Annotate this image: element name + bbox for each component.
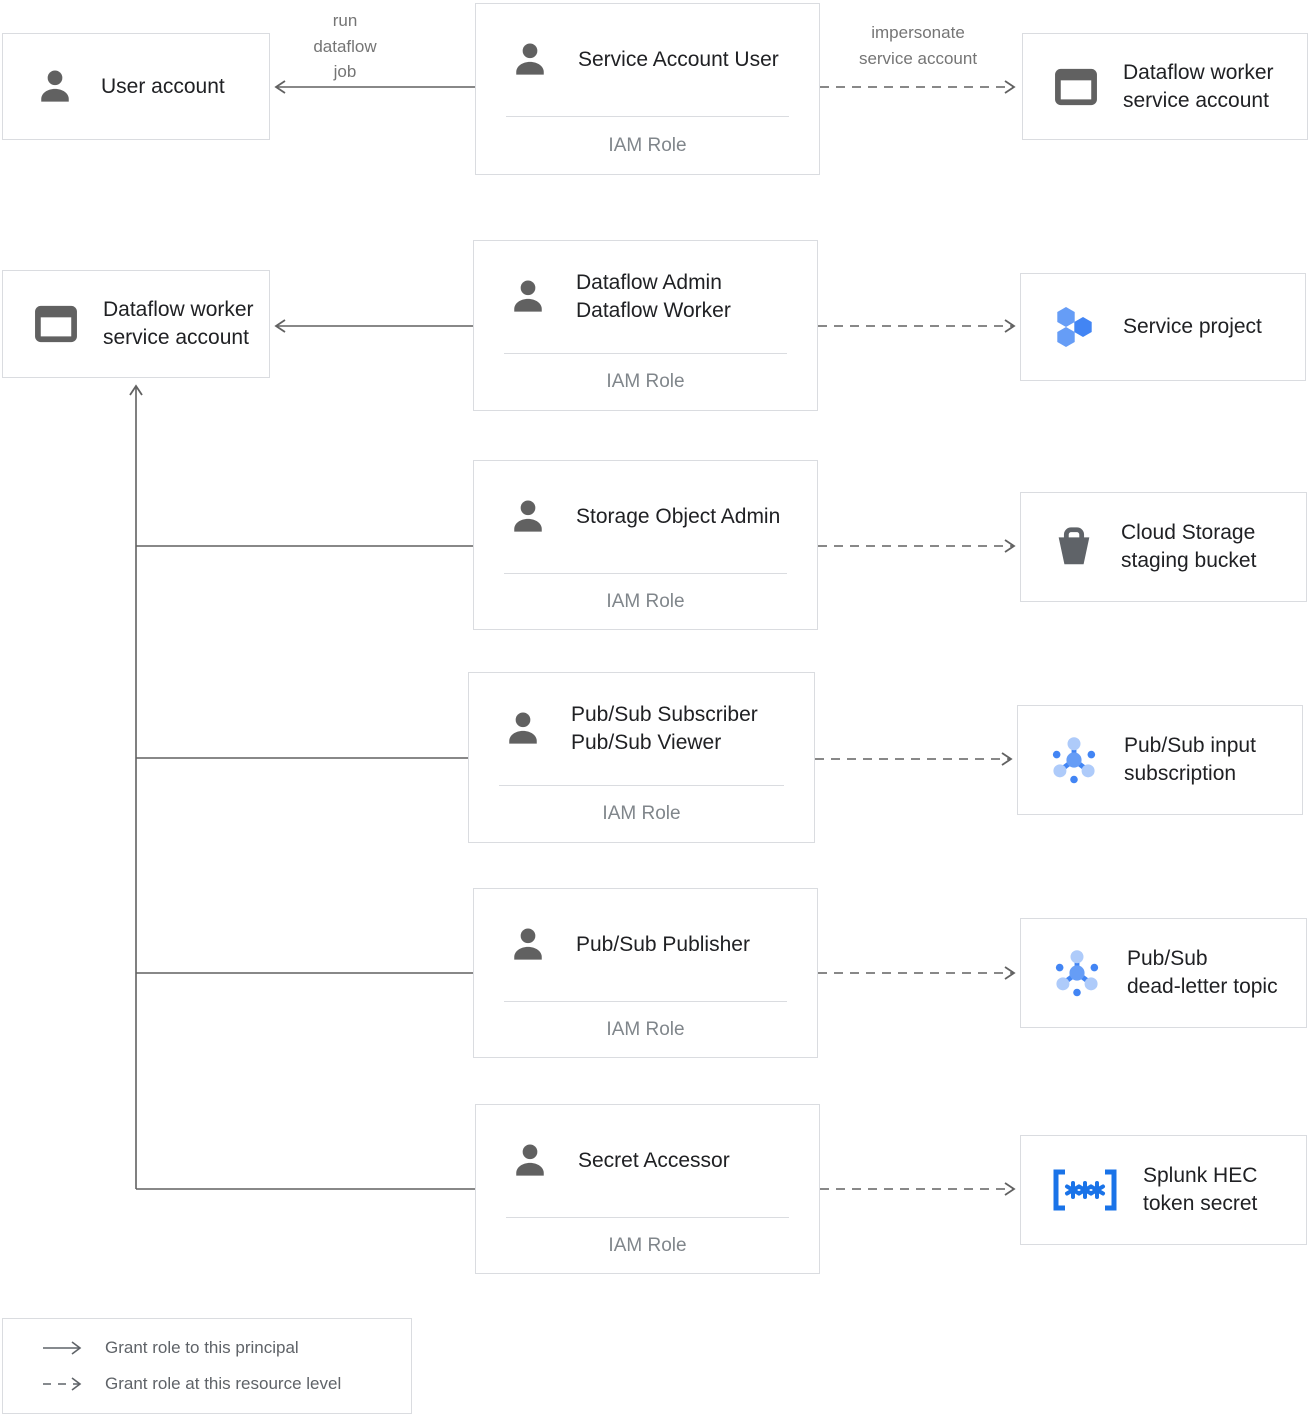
legend-row-solid: Grant role to this principal — [41, 1338, 411, 1358]
service-account-icon — [1055, 68, 1097, 105]
node-pubsub-input-subscription: Pub/Sub input subscription — [1017, 705, 1303, 815]
node-label: User account — [101, 74, 225, 98]
edge-label-impersonate-service-account: impersonate service account — [858, 23, 978, 68]
node-dataflow-worker-service-account-left: Dataflow worker service account — [2, 270, 270, 378]
role-title: Storage Object Admin — [576, 504, 781, 528]
legend-label-solid: Grant role to this principal — [105, 1338, 299, 1357]
node-user-account: User account — [2, 33, 270, 140]
iam-role-label: IAM Role — [606, 590, 685, 612]
node-dataflow-worker-service-account-right: Dataflow worker service account — [1022, 33, 1308, 140]
divider — [504, 1001, 787, 1002]
project-icon — [1057, 307, 1092, 347]
node-pubsub-publisher-role: Pub/Sub Publisher IAM Role — [473, 888, 818, 1058]
role-title: Pub/Sub Publisher — [576, 932, 750, 956]
legend-label-dashed: Grant role at this resource level — [105, 1374, 342, 1393]
iam-role-label: IAM Role — [602, 803, 681, 824]
node-label: Splunk HEC token secret — [1143, 1164, 1258, 1215]
node-service-account-user: Service Account User IAM Role — [475, 3, 820, 175]
role-title: Dataflow Admin Dataflow Worker — [576, 270, 731, 322]
user-icon — [514, 280, 542, 312]
iam-role-label: IAM Role — [606, 1018, 685, 1040]
pubsub-icon — [1052, 737, 1096, 784]
role-title: Pub/Sub Subscriber Pub/Sub Viewer — [571, 702, 758, 754]
node-pubsub-subscriber-viewer-role: Pub/Sub Subscriber Pub/Sub Viewer IAM Ro… — [468, 672, 815, 843]
iam-role-label: IAM Role — [608, 134, 687, 156]
user-icon — [514, 500, 542, 532]
solid-arrow-icon — [43, 1341, 82, 1355]
node-pubsub-dead-letter-topic: Pub/Sub dead-letter topic — [1020, 918, 1307, 1028]
node-label: Pub/Sub dead-letter topic — [1127, 947, 1278, 998]
node-dataflow-admin-worker-role: Dataflow Admin Dataflow Worker IAM Role — [473, 240, 818, 411]
pubsub-icon — [1055, 950, 1099, 997]
divider — [506, 116, 789, 117]
node-label: Dataflow worker service account — [103, 298, 254, 349]
node-label: Service project — [1123, 315, 1262, 339]
node-splunk-hec-token-secret: Splunk HEC token secret — [1020, 1135, 1307, 1245]
secret-icon — [1053, 1169, 1117, 1211]
divider — [504, 573, 787, 574]
user-icon — [516, 43, 544, 75]
iam-role-label: IAM Role — [606, 371, 685, 392]
user-icon — [41, 70, 69, 102]
divider — [504, 353, 787, 354]
user-icon — [514, 928, 542, 960]
node-label: Pub/Sub input subscription — [1124, 734, 1256, 785]
iam-role-label: IAM Role — [608, 1234, 687, 1256]
node-secret-accessor-role: Secret Accessor IAM Role — [475, 1104, 820, 1274]
role-title: Service Account User — [578, 47, 779, 71]
legend: Grant role to this principal Grant role … — [2, 1318, 412, 1414]
node-label: Cloud Storage staging bucket — [1121, 521, 1257, 572]
node-cloud-storage-staging-bucket: Cloud Storage staging bucket — [1020, 492, 1307, 602]
role-title: Secret Accessor — [578, 1148, 730, 1172]
node-label: Dataflow worker service account — [1123, 60, 1274, 112]
edge-grant-trunk — [129, 384, 475, 1190]
legend-row-dashed: Grant role at this resource level — [41, 1374, 411, 1394]
divider — [506, 1217, 789, 1218]
node-service-project: Service project — [1020, 273, 1306, 381]
node-storage-object-admin-role: Storage Object Admin IAM Role — [473, 460, 818, 630]
edge-label-run-dataflow-job: run dataflow job — [313, 11, 377, 81]
user-icon — [516, 1144, 544, 1176]
divider — [499, 785, 784, 786]
dashed-arrow-icon — [43, 1377, 82, 1391]
bucket-icon — [1058, 527, 1090, 565]
user-icon — [509, 712, 537, 744]
service-account-icon — [35, 305, 77, 343]
